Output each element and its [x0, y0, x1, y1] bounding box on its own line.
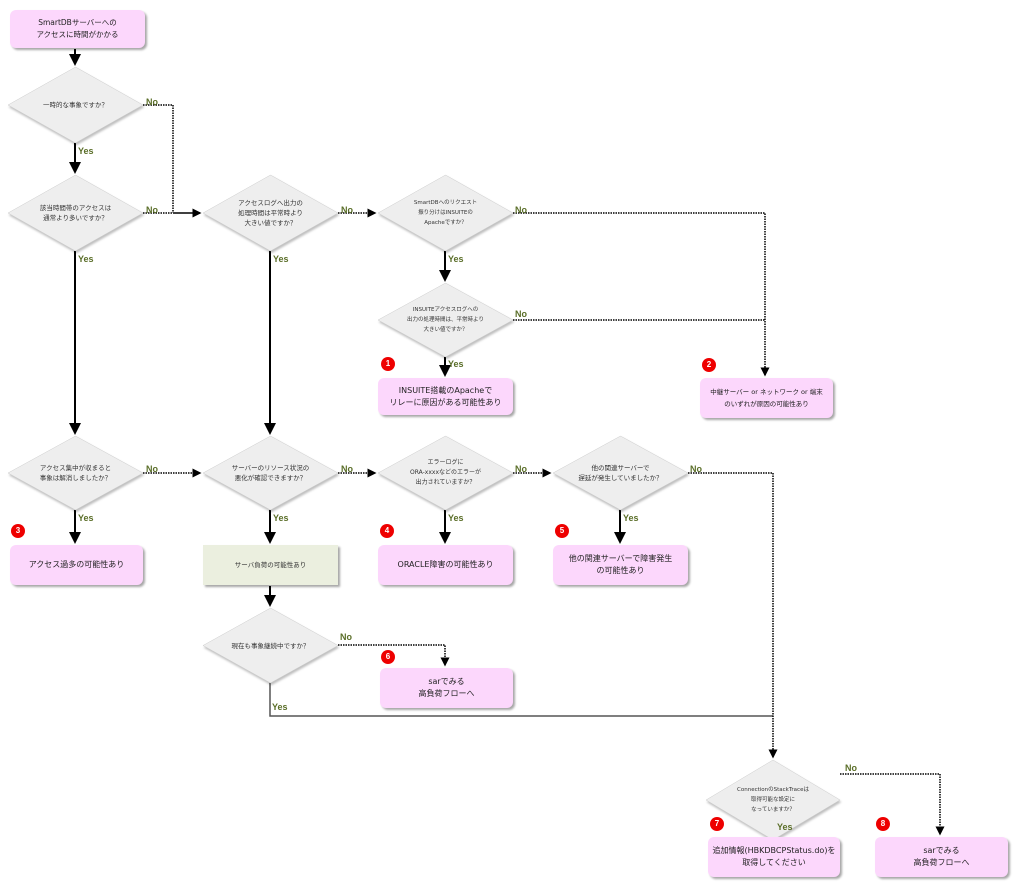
result-r7: 追加情報(HBKDBCPStatus.do)を 取得してください: [708, 837, 840, 877]
decision-text: 現在も事象継続中ですか？: [231, 641, 310, 650]
result-r6: sarでみる 高負荷フローへ: [380, 668, 513, 708]
label-no: No: [845, 763, 857, 773]
result-r1: INSUITE搭載のApacheで リレーに原因がある可能性あり: [378, 378, 513, 415]
label-no: No: [146, 205, 158, 215]
label-yes: Yes: [273, 254, 289, 264]
start-node: SmartDBサーバーへの アクセスに時間がかかる: [10, 10, 145, 48]
label-no: No: [146, 464, 158, 474]
label-yes: Yes: [448, 513, 464, 523]
label-no: No: [515, 309, 527, 319]
label-no: No: [340, 632, 352, 642]
decision-d1: 一時的な事象ですか？: [7, 66, 144, 144]
decision-text: サーバーのリソース状況の 悪化が確認できますか？: [231, 464, 310, 482]
decision-text: エラーログに ORA-xxxxなどのエラーが 出力されていますか？: [410, 459, 481, 486]
badge-7: 7: [710, 817, 724, 831]
result-r5: 他の関連サーバーで障害発生 の可能性あり: [553, 545, 688, 585]
label-no: No: [515, 205, 527, 215]
edge-d10-yes: [269, 683, 773, 717]
decision-d8: エラーログに ORA-xxxxなどのエラーが 出力されていますか？: [377, 435, 514, 511]
badge-5: 5: [555, 524, 569, 538]
decision-text: 他の関連サーバーで 遅延が発生していましたか？: [578, 464, 663, 482]
decision-d3: アクセスログへ出力の 処理時間は平常時より 大きい値ですか？: [202, 174, 339, 252]
label-yes: Yes: [78, 513, 94, 523]
label-yes: Yes: [623, 513, 639, 523]
label-yes: Yes: [448, 254, 464, 264]
label-no: No: [690, 464, 702, 474]
badge-6: 6: [381, 650, 395, 664]
edge-d10-no: [338, 644, 450, 667]
decision-text: ConnectionのStackTraceは 取得可能な設定に なっていますか？: [737, 787, 809, 813]
result-r4: ORACLE障害の可能性あり: [378, 545, 513, 585]
label-yes: Yes: [273, 513, 289, 523]
label-no: No: [341, 464, 353, 474]
decision-d10: 現在も事象継続中ですか？: [202, 607, 339, 684]
decision-d11: ConnectionのStackTraceは 取得可能な設定に なっていますか？: [705, 759, 841, 841]
decision-d7: サーバーのリソース状況の 悪化が確認できますか？: [202, 435, 339, 511]
label-yes: Yes: [78, 254, 94, 264]
decision-text: INSUITEアクセスログへの 出力の処理時間は、平常時より 大きい値ですか？: [407, 307, 484, 333]
badge-2: 2: [702, 358, 716, 372]
decision-d5: INSUITEアクセスログへの 出力の処理時間は、平常時より 大きい値ですか？: [377, 282, 514, 358]
decision-d9: 他の関連サーバーで 遅延が発生していましたか？: [552, 435, 689, 511]
decision-d4: SmartDBへのリクエスト 振り分けはINSUITEの Apacheですか？: [377, 174, 514, 252]
label-yes: Yes: [272, 702, 288, 712]
label-no: No: [146, 97, 158, 107]
result-r2: 中継サーバー or ネットワーク or 端末 のいずれが原因の可能性あり: [700, 378, 833, 418]
decision-d6: アクセス集中が収まると 事象は解消しましたか？: [7, 435, 144, 511]
server-load-box: サーバ負荷の可能性あり: [203, 545, 338, 585]
decision-text: 一時的な事象ですか？: [43, 101, 108, 109]
edge-d9-no: [688, 472, 778, 759]
label-yes: Yes: [777, 822, 793, 832]
label-no: No: [341, 205, 353, 215]
badge-3: 3: [11, 524, 25, 538]
label-yes: Yes: [78, 146, 94, 156]
decision-text: 該当時間帯のアクセスは 通常より多いですか？: [39, 204, 112, 222]
decision-text: アクセス集中が収まると 事象は解消しましたか？: [39, 464, 112, 482]
decision-text: アクセスログへ出力の 処理時間は平常時より 大きい値ですか？: [238, 199, 303, 227]
badge-1: 1: [381, 357, 395, 371]
edge-d11-no: [840, 773, 945, 836]
edge-d4-no: [513, 212, 770, 377]
badge-4: 4: [380, 524, 394, 538]
decision-d2: 該当時間帯のアクセスは 通常より多いですか？: [7, 174, 144, 252]
label-no: No: [515, 464, 527, 474]
decision-text: SmartDBへのリクエスト 振り分けはINSUITEの Apacheですか？: [413, 200, 478, 226]
edge-d1-no: [143, 104, 174, 213]
result-r8: sarでみる 高負荷フローへ: [875, 837, 1008, 877]
badge-8: 8: [876, 817, 890, 831]
result-r3: アクセス過多の可能性あり: [10, 545, 143, 585]
label-yes: Yes: [448, 359, 464, 369]
